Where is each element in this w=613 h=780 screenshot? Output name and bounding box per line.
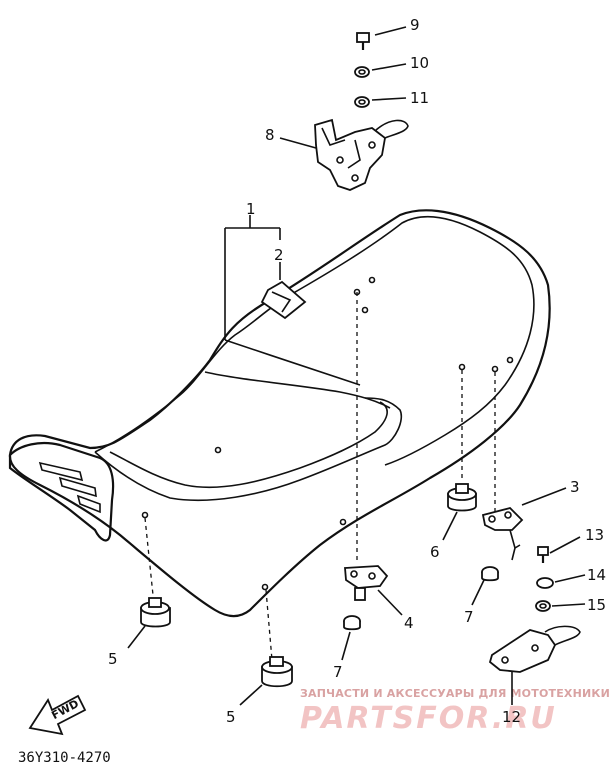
callout-13: 13 [585, 526, 604, 544]
callout-2: 2 [274, 246, 284, 264]
damper-part-7a [481, 566, 499, 582]
washer-part-15 [535, 600, 551, 612]
bolt-part-9 [356, 32, 370, 50]
callout-numbers: 1 2 3 4 5 5 6 7 7 8 9 10 11 12 13 14 15 [108, 16, 606, 726]
leader-lines [127, 26, 586, 706]
damper-part-7b [343, 615, 361, 631]
callout-5b: 5 [226, 708, 236, 726]
damper-part-5a [140, 597, 171, 628]
hinge-bracket-part-3 [481, 506, 524, 561]
seat-assembly [8, 209, 551, 618]
seat-hook-part-2 [260, 280, 307, 320]
callout-6: 6 [430, 543, 440, 561]
seat-lock-part-8 [314, 118, 409, 191]
fwd-arrow-icon: FWD [28, 694, 87, 736]
callout-8: 8 [265, 126, 275, 144]
callout-11: 11 [410, 89, 429, 107]
callout-1: 1 [246, 200, 256, 218]
washer-part-10 [354, 66, 370, 78]
callout-4: 4 [404, 614, 414, 632]
watermark-brand: PARTSFOR.RU [300, 701, 557, 736]
assembly-lines [144, 292, 496, 661]
callout-5a: 5 [108, 650, 118, 668]
callout-15: 15 [587, 596, 606, 614]
callout-7a: 7 [464, 608, 474, 626]
callout-7b: 7 [333, 663, 343, 681]
callout-1-bracket [224, 215, 281, 340]
watermark-caption: ЗАПЧАСТИ И АКСЕССУАРЫ ДЛЯ МОТОТЕХНИКИ [300, 687, 610, 700]
drawing-code: 36Y310-4270 [18, 750, 111, 766]
latch-part-12 [488, 625, 581, 673]
washer-part-11 [354, 96, 370, 108]
callout-12: 12 [502, 708, 521, 726]
callout-3: 3 [570, 478, 580, 496]
bolt-part-13 [537, 546, 549, 563]
hinge-bracket-part-4 [344, 565, 389, 601]
nut-part-14 [536, 577, 554, 589]
callout-10: 10 [410, 54, 429, 72]
callout-14: 14 [587, 566, 606, 584]
callout-9: 9 [410, 16, 420, 34]
damper-part-6 [447, 483, 477, 512]
damper-part-5b [261, 656, 293, 688]
